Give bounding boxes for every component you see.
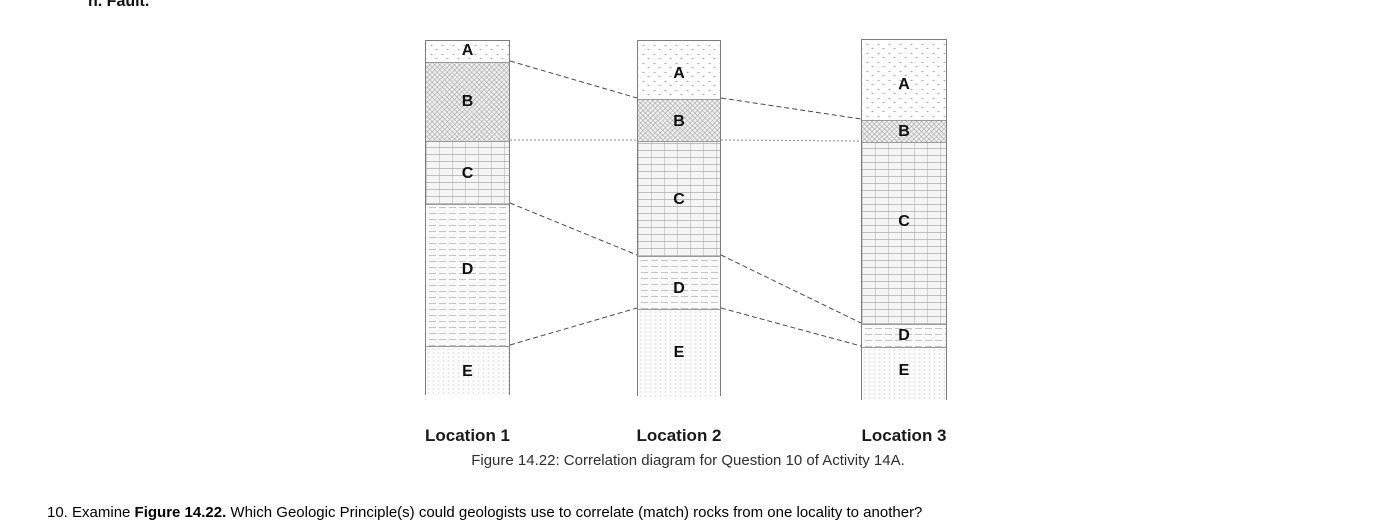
layer-label-c: C (673, 191, 685, 208)
layer-label-b: B (673, 113, 685, 130)
layer-b: B (638, 99, 720, 141)
layer-a: A (426, 41, 509, 62)
layer-d: D (426, 204, 509, 346)
question-prefix: 10. Examine (47, 504, 135, 521)
layer-label-d: D (461, 261, 474, 278)
layer-c: C (862, 142, 946, 324)
layer-label-d: D (898, 327, 910, 344)
layer-label-d: D (673, 280, 685, 297)
layer-d: D (638, 256, 720, 309)
location-label-2: Location 2 (636, 426, 722, 445)
layer-e: E (426, 346, 509, 396)
correlation-line-7 (509, 307, 638, 346)
question-figure-ref: Figure 14.22. (134, 504, 227, 521)
question-text: 10. Examine Figure 14.22. Which Geologic… (47, 504, 922, 521)
layer-d: D (862, 324, 946, 347)
layer-label-c: C (898, 213, 910, 230)
correlation-line-8 (720, 307, 862, 347)
correlation-line-2 (720, 97, 862, 120)
correlation-line-5 (509, 202, 638, 256)
list-item-h-fault: h. Fault. (88, 0, 150, 10)
layer-label-e: E (673, 344, 685, 361)
correlation-line-4 (720, 139, 862, 142)
location-label-3: Location 3 (861, 426, 947, 445)
strat-column-2: A B C D E (637, 40, 721, 397)
layer-label-a: A (898, 76, 910, 93)
layer-e: E (862, 347, 946, 401)
layer-c: C (426, 141, 509, 204)
layer-b: B (862, 120, 946, 142)
strat-column-1: A B C D E (425, 40, 510, 396)
strat-column-3: A B C D E (861, 39, 947, 401)
layer-label-e: E (898, 362, 910, 379)
layer-label-a: A (461, 42, 474, 59)
correlation-line-6 (720, 254, 862, 324)
layer-a: A (638, 41, 720, 99)
layer-b: B (426, 62, 509, 141)
location-label-1: Location 1 (424, 426, 511, 445)
layer-label-c: C (461, 165, 474, 182)
correlation-line-1 (509, 60, 638, 99)
layer-label-a: A (673, 65, 685, 82)
question-rest: Which Geologic Principle(s) could geolog… (226, 504, 923, 521)
layer-e: E (638, 309, 720, 397)
layer-label-e: E (462, 363, 473, 380)
layer-a: A (862, 40, 946, 120)
figure-caption: Figure 14.22: Correlation diagram for Qu… (471, 452, 905, 469)
layer-label-b: B (461, 93, 474, 110)
layer-c: C (638, 141, 720, 256)
layer-label-b: B (898, 123, 910, 140)
